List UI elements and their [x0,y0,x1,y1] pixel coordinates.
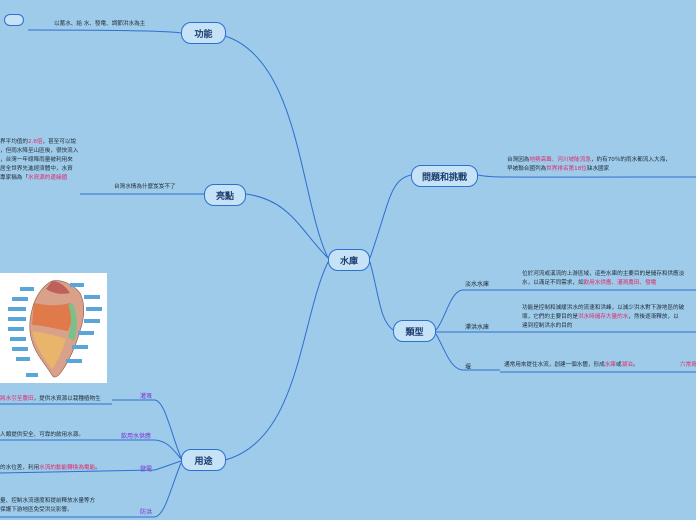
collapsed-node-badge[interactable] [4,14,24,26]
topic-usage[interactable]: 用途 [181,449,226,471]
highlight-label: 台灣水情為什麼岌岌不了 [114,184,176,190]
link-center-usage [224,261,329,461]
highlight-line-5: 專家稱為「水資源的邊緣國 [0,175,68,181]
center-node[interactable]: 水庫 [328,249,370,271]
link-usage-flood [154,462,182,518]
usage-drinking-label[interactable]: 飲用水供應 [121,433,152,440]
type-storage-note: 位於河流或溪流的上游區域，這些水庫的主要目的是儲存和供應淡 水，以滿足不同需求，… [522,271,685,286]
usage-irrigation-note: 將水引至農田，提供水資源以栽種植物生 [0,396,101,402]
link-type-dam [435,333,463,371]
topic-problem[interactable]: 問題和挑戰 [411,165,478,187]
link-center-highlight [245,193,329,259]
usage-power-note: 的水位差，利用水流的動能轉換為電能。 [0,465,101,471]
topic-type[interactable]: 類型 [393,320,436,342]
link-center-type [369,261,394,331]
type-flood-label[interactable]: 滯洪水庫 [465,324,490,331]
type-flood-note: 功能是控制和減緩洪水的流速和洪峰，以減少洪水對下游地區的破 壞，它們的主要目的是… [522,305,685,329]
problem-note: 台灣因為地勢高聳、河川坡陡流急，約有70％的雨水都流入大海， 早被聯合國列為世界… [507,156,671,174]
link-usage-power [154,460,182,471]
problem-line-2: 早被聯合國列為世界排名第18位缺水國家 [507,166,610,172]
link-function-left [27,29,182,34]
link-center-problem [369,174,412,259]
link-problem-right [477,174,696,178]
taiwan-map-image [0,273,107,383]
link-center-function [224,35,329,259]
function-text: 以蓄水、給 水、發電、調節洪水為主 [54,21,146,27]
usage-irrigation-label[interactable]: 灌溉 [140,393,153,400]
usage-drinking-note: 人類提供安全、可靠的飲用水源。 [0,432,84,438]
type-dam-tag: 六常寫 [680,362,696,368]
topic-function[interactable]: 功能 [181,22,226,44]
usage-flood-note: 量、控制水流速度和提前釋放水量等方 保護下游地區免受洪災影響。 [0,498,96,513]
highlight-line-4: 居全世界先進經濟體中，水資 [0,166,73,172]
link-type-storage [435,289,463,331]
usage-power-label[interactable]: 發電 [140,466,153,473]
link-usage-irrigation [154,399,182,459]
problem-line-1: 台灣因為地勢高聳、河川坡陡流急，約有70％的雨水都流入大海， [507,157,671,163]
topic-highlight[interactable]: 亮點 [204,184,246,206]
highlight-note: 界平均值的2.6倍，甚至可以說 ，但雨水降至山區後，很快流入 ，台灣一年總降雨量… [0,138,78,183]
highlight-line-3: ，台灣一年總降雨量被利用來 [0,157,73,163]
link-usage-drinking [154,439,182,460]
type-storage-label[interactable]: 淡水水庫 [465,281,490,288]
highlight-line-1: 界平均值的2.6倍，甚至可以說 [0,139,77,145]
type-dam-label[interactable]: 堰 [465,364,472,371]
type-dam-note: 通常用來提住水流，創建一個水體，形成水庫或湖泊。 [504,362,639,368]
usage-flood-label[interactable]: 防洪 [140,509,153,516]
highlight-line-2: ，但雨水降至山區後，很快流入 [0,148,79,154]
